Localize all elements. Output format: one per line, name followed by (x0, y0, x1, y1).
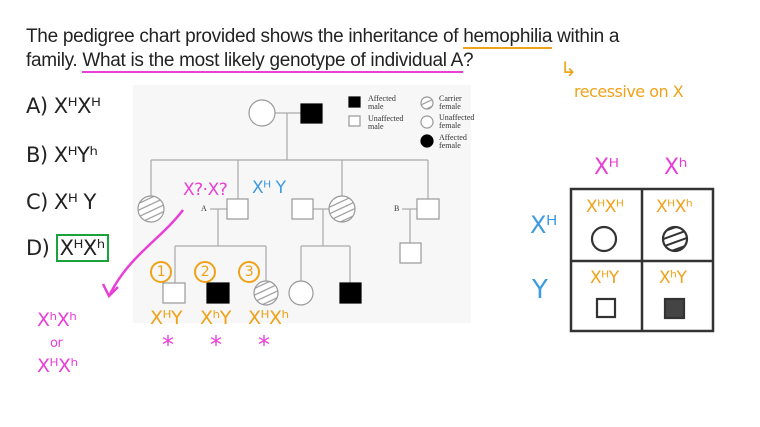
option-genotype: XᴴYʰ (53, 143, 98, 167)
unaffected-female (288, 280, 314, 306)
option-letter: B) (26, 143, 48, 167)
legend-affected-female: Affected female (439, 133, 467, 150)
unaffected-male (291, 198, 314, 220)
punnett-top-header-2: Xʰ (664, 155, 687, 180)
punnett-unaffected-male-icon (595, 297, 617, 319)
question-text: family. (26, 50, 83, 71)
label-a: A (201, 204, 207, 213)
label-b: B (394, 204, 400, 213)
option-c[interactable]: C) Xᴴ Y (26, 190, 96, 214)
legend-unaffected-male: Unaffected male (368, 114, 404, 131)
punnett-carrier-female-icon (661, 225, 689, 253)
asterisk-mark: * (210, 331, 222, 359)
carrier-female (137, 195, 165, 223)
legend-affected-male-icon (348, 96, 361, 108)
legend-unaffected-male-icon (348, 115, 361, 127)
option-genotype: Xᴴ Y (54, 190, 96, 214)
punnett-affected-male-icon (663, 297, 686, 320)
legend-carrier-female-icon (420, 96, 434, 110)
candidate-genotype-2: XᴴXʰ (37, 355, 78, 377)
option-letter: D) (26, 236, 50, 260)
affected-male (339, 282, 362, 304)
affected-male-grandfather (300, 103, 323, 124)
legend-carrier-female: Carrier female (439, 94, 462, 111)
option-genotype: XᴴXᴴ (53, 94, 101, 118)
child-2-affected-male (206, 282, 230, 304)
question-text: within a (552, 26, 620, 47)
unaffected-female-grandmother (248, 99, 276, 127)
question-text: The pedigree chart provided shows the in… (26, 26, 464, 47)
selected-answer-box: XᴴXʰ (55, 234, 109, 262)
punnett-cell-genotype: XᴴXʰ (656, 197, 693, 217)
asterisk-mark: * (258, 331, 270, 359)
option-b[interactable]: B) XᴴYʰ (26, 143, 98, 167)
note-arrow: ↳ (560, 57, 577, 81)
option-d[interactable]: D) XᴴXʰ (26, 234, 109, 262)
question-text: ? (462, 50, 474, 71)
child-1-genotype: XᴴY (150, 307, 183, 329)
unaffected-male (416, 198, 440, 220)
note-recessive: recessive on X (574, 82, 684, 101)
legend-affected-male: Affected male (368, 94, 396, 111)
punnett-unaffected-female-icon (590, 225, 618, 253)
child-2-genotype: XʰY (200, 307, 231, 329)
child-3-genotype: XᴴXʰ (248, 307, 289, 329)
spouse-genotype: Xᴴ Y (252, 178, 286, 198)
candidate-genotype-1: XʰXʰ (37, 309, 77, 331)
option-letter: A) (26, 94, 48, 118)
legend-unaffected-female-icon (420, 115, 434, 129)
child-number-3: 3 (238, 261, 260, 283)
punnett-cell-genotype: XᴴY (590, 268, 619, 288)
carrier-female (328, 195, 356, 223)
child-1-unaffected-male (162, 282, 186, 304)
magenta-arrow-curve (108, 209, 184, 295)
question-line-1: The pedigree chart provided shows the in… (26, 26, 620, 49)
magenta-arrow-head-icon (101, 283, 119, 299)
highlight-question: What is the most likely genotype of indi… (82, 50, 463, 73)
child-number-2: 2 (194, 261, 216, 283)
child-number-1: 1 (150, 261, 172, 283)
punnett-top-header-1: Xᴴ (594, 155, 619, 180)
or-label: or (50, 336, 63, 351)
individual-a-unknown-genotype: X?·X? (183, 180, 228, 200)
highlight-hemophilia: hemophilia (463, 26, 553, 49)
option-a[interactable]: A) XᴴXᴴ (26, 94, 101, 118)
punnett-cell-genotype: XᴴXᴴ (586, 197, 624, 217)
legend-unaffected-female: Unaffected female (439, 113, 475, 130)
punnett-grid (569, 187, 715, 333)
punnett-side-header-1: Xᴴ (530, 211, 557, 239)
punnett-cell-genotype: XʰY (659, 268, 687, 288)
question-line-2: family. What is the most likely genotype… (26, 50, 474, 73)
asterisk-mark: * (162, 331, 174, 359)
child-3-carrier-female (253, 280, 279, 306)
legend-affected-female-icon (420, 134, 434, 148)
punnett-side-header-2: Y (532, 275, 548, 305)
option-letter: C) (26, 190, 48, 214)
unaffected-male-spouse-a (226, 198, 249, 220)
unaffected-male-child-b (399, 242, 422, 264)
